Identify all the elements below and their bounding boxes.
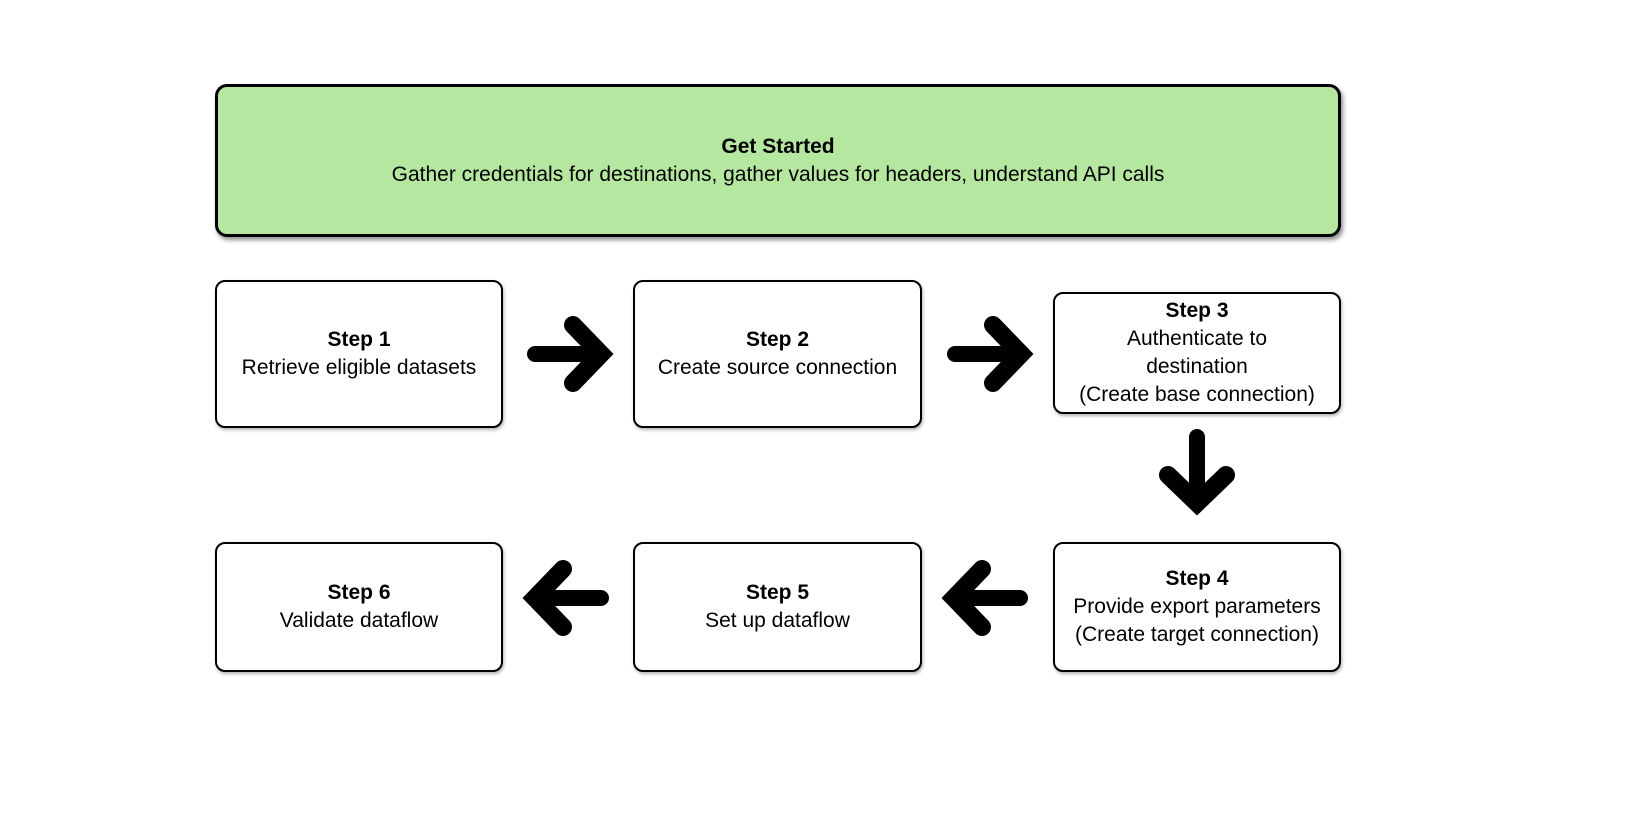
get-started-subtitle: Gather credentials for destinations, gat… [391, 162, 1165, 186]
step-6-box: Step 6 Validate dataflow [215, 542, 503, 672]
arrow-right-icon [947, 316, 1034, 392]
step-2-body: Create source connection [657, 356, 898, 379]
step-3-box: Step 3 Authenticate to destination (Crea… [1053, 292, 1341, 414]
get-started-title: Get Started [721, 134, 835, 158]
step-1-box: Step 1 Retrieve eligible datasets [215, 280, 503, 428]
step-2-title: Step 2 [745, 328, 810, 351]
step-3-body: Authenticate to destination (Create base… [1079, 327, 1315, 406]
arrow-left-icon [941, 560, 1028, 636]
step-3-title: Step 3 [1165, 299, 1229, 322]
step-6-title: Step 6 [327, 581, 391, 604]
step-4-body: Provide export parameters (Create target… [1073, 595, 1321, 646]
arrow-right-icon [527, 316, 614, 392]
arrow-left-icon [522, 560, 609, 636]
step-5-body: Set up dataflow [705, 609, 850, 632]
step-1-body: Retrieve eligible datasets [241, 356, 477, 379]
get-started-banner: Get Started Gather credentials for desti… [215, 84, 1341, 237]
step-2-box: Step 2 Create source connection [633, 280, 922, 428]
step-5-title: Step 5 [745, 581, 810, 604]
step-1-title: Step 1 [327, 328, 391, 351]
step-6-body: Validate dataflow [279, 609, 439, 632]
step-5-box: Step 5 Set up dataflow [633, 542, 922, 672]
arrow-down-icon [1159, 429, 1235, 516]
step-4-box: Step 4 Provide export parameters (Create… [1053, 542, 1341, 672]
step-4-title: Step 4 [1165, 567, 1229, 590]
